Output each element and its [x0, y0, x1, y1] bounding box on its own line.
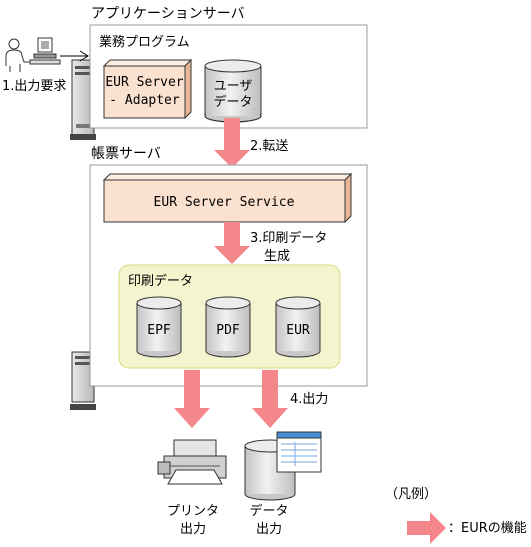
output-label: 4.出力 — [290, 392, 328, 407]
generate-label-line1: 3.印刷データ — [250, 230, 327, 246]
printer-output-arrow — [174, 370, 210, 428]
adapter-label-line1: EUR Server — [105, 75, 183, 90]
transfer-arrow — [214, 118, 250, 168]
output-request-label: 1.出力要求 — [2, 79, 66, 94]
print-data-title: 印刷データ — [128, 273, 193, 289]
generate-label-line2: 生成 — [264, 249, 290, 264]
legend-label: ：EURの機能 — [448, 521, 527, 536]
user-at-computer-icon — [5, 37, 61, 72]
legend-title: （凡例） — [385, 487, 437, 502]
data-output-arrow — [252, 370, 288, 428]
printer-output-line2: 出力 — [180, 522, 206, 537]
generate-arrow — [214, 222, 250, 264]
epf-cylinder: EPF — [136, 296, 182, 358]
pdf-cylinder: PDF — [205, 296, 251, 358]
adapter-label-line2: - Adapter — [109, 93, 180, 108]
eur-label: EUR — [286, 323, 310, 338]
legend-arrow — [407, 512, 446, 544]
epf-label: EPF — [147, 323, 171, 338]
data-output-line1: データ — [249, 503, 288, 519]
user-data-label-line2: データ — [213, 94, 252, 110]
document-icon — [276, 431, 322, 473]
business-program-title: 業務プログラム — [99, 34, 190, 50]
form-server-title: 帳票サーバ — [91, 146, 161, 162]
user-data-label-line1: ユーザ — [214, 79, 253, 94]
eur-server-service: EUR Server Service — [102, 172, 353, 224]
eur-cylinder: EUR — [275, 296, 321, 358]
printer-output-line1: プリンタ — [167, 504, 219, 519]
service-label: EUR Server Service — [154, 195, 295, 210]
data-output-line2: 出力 — [256, 522, 282, 537]
user-data-cylinder: ユーザ データ — [204, 59, 262, 123]
pdf-label: PDF — [216, 323, 240, 338]
eur-server-adapter: EUR Server - Adapter — [102, 58, 193, 120]
app-server-title: アプリケーションサーバ — [91, 6, 245, 22]
transfer-label: 2.転送 — [250, 139, 288, 154]
printer-icon — [157, 439, 227, 485]
